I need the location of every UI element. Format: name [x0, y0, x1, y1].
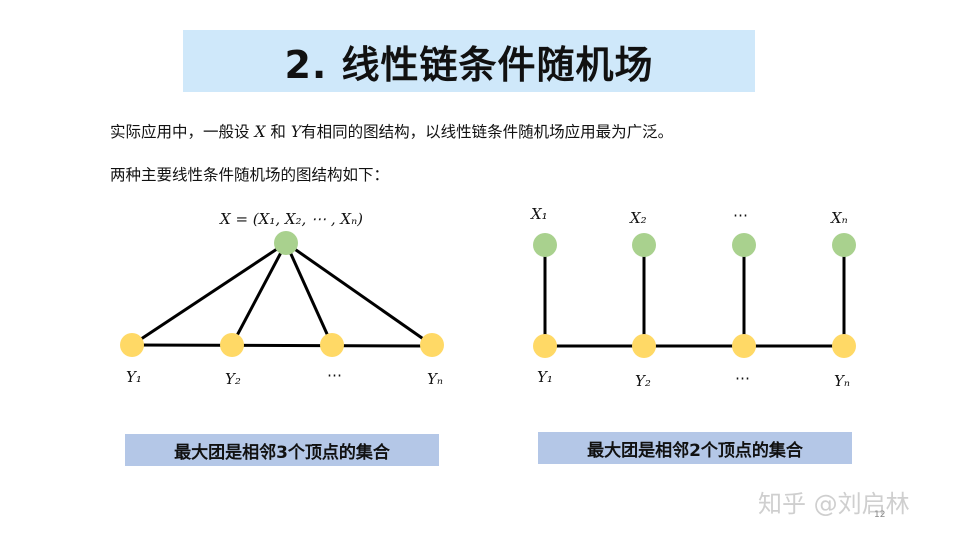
right-y-label-n: Yₙ — [834, 372, 850, 390]
left-caption: 最大团是相邻3个顶点的集合 — [125, 434, 439, 466]
left-x-label: X = (X₁, X₂, ⋯ , Xₙ) — [219, 210, 363, 228]
right-x-label-2: X₂ — [629, 209, 647, 227]
left-y-node-3 — [320, 333, 344, 357]
left-edge-x-yn — [285, 241, 433, 347]
left-y-label-2: Y₂ — [225, 370, 241, 388]
right-y-node-n — [832, 334, 856, 358]
left-graph: X = (X₁, X₂, ⋯ , Xₙ) Y₁ Y₂ ⋯ Yₙ — [120, 210, 444, 388]
intro-part2: 和 — [265, 123, 291, 141]
left-y-node-n — [420, 333, 444, 357]
right-x-label-3: ⋯ — [733, 206, 748, 224]
right-x-label-1: X₁ — [530, 205, 548, 223]
intro-var-y: Y — [290, 123, 302, 141]
right-graph: X₁ X₂ ⋯ Xₙ Y₁ Y₂ ⋯ Yₙ — [530, 205, 856, 390]
left-edge-x-y2 — [230, 242, 288, 346]
intro-part3: 有相同的图结构，以线性链条件随机场应用最为广泛。 — [301, 123, 674, 141]
right-y-node-1 — [533, 334, 557, 358]
left-y-label-3: ⋯ — [327, 366, 342, 384]
left-y-node-1 — [120, 333, 144, 357]
right-x-node-n — [832, 233, 856, 257]
subtitle-text: 两种主要线性条件随机场的图结构如下： — [110, 166, 390, 184]
right-x-node-2 — [632, 233, 656, 257]
right-y-node-3 — [732, 334, 756, 358]
page-title: 2. 线性链条件随机场 — [284, 42, 654, 87]
right-y-label-2: Y₂ — [635, 372, 651, 390]
title-banner: 2. 线性链条件随机场 — [183, 30, 755, 92]
watermark: 知乎 @刘启林 — [758, 490, 910, 518]
right-y-node-2 — [632, 334, 656, 358]
right-x-label-n: Xₙ — [830, 209, 848, 227]
intro-text: 实际应用中，一般设 X 和 Y有相同的图结构，以线性链条件随机场应用最为广泛。 — [110, 120, 673, 142]
page-number: 12 — [874, 510, 886, 520]
right-x-node-3 — [732, 233, 756, 257]
left-edges — [131, 241, 433, 348]
left-edge-x-y1 — [131, 241, 287, 347]
intro-var-x: X — [254, 123, 266, 141]
left-y-label-n: Yₙ — [427, 370, 443, 388]
left-x-node — [274, 231, 298, 255]
left-y-label-1: Y₁ — [126, 368, 142, 386]
right-x-node-1 — [533, 233, 557, 257]
left-y-node-2 — [220, 333, 244, 357]
left-edge-y-chain — [131, 343, 433, 348]
right-y-label-1: Y₁ — [537, 368, 553, 386]
left-edge-x-y3 — [284, 242, 334, 346]
intro-part1: 实际应用中，一般设 — [110, 123, 255, 141]
right-y-label-3: ⋯ — [735, 369, 750, 387]
right-caption: 最大团是相邻2个顶点的集合 — [538, 432, 852, 464]
right-edges — [543, 245, 846, 348]
